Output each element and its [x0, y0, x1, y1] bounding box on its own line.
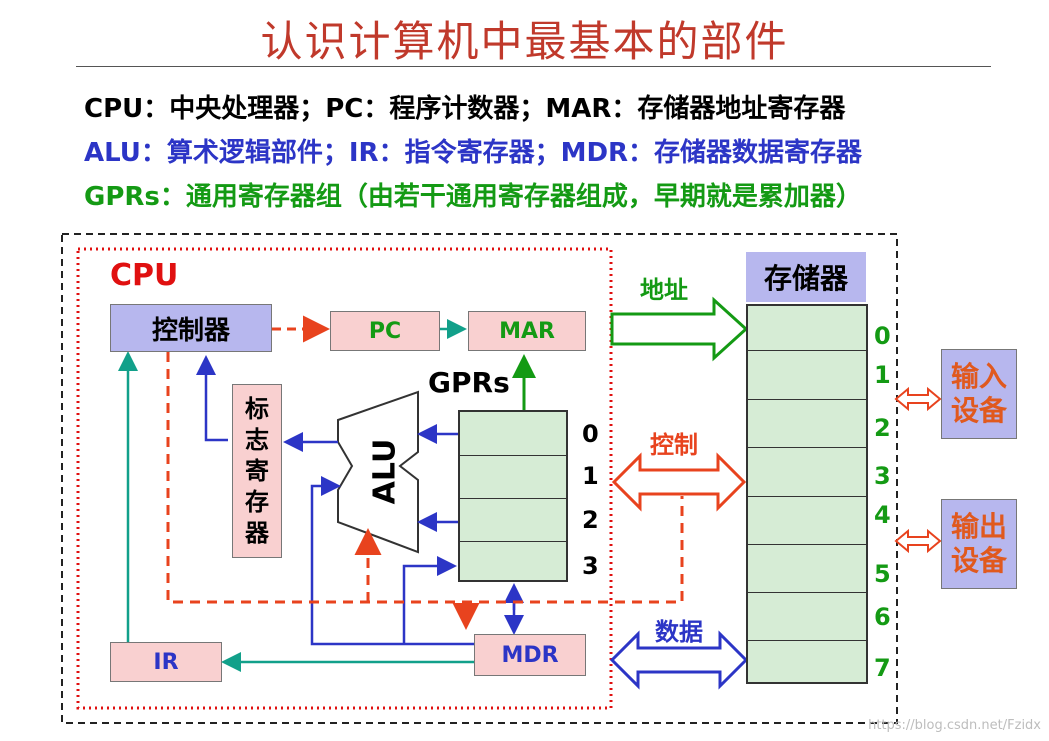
memory-divider — [748, 447, 866, 448]
ir-box: IR — [110, 642, 222, 682]
output-device-arrow — [894, 528, 942, 554]
gpr-divider — [460, 455, 566, 456]
memory-index: 7 — [874, 654, 891, 682]
watermark: https://blog.csdn.net/Fzidx — [868, 718, 1041, 733]
pc-box: PC — [330, 311, 440, 351]
gpr-index: 2 — [582, 506, 599, 534]
memory-index: 2 — [874, 414, 891, 442]
computer-outer-frame — [61, 233, 898, 724]
legend-line-alu: ALU：算术逻辑部件；IR：指令寄存器；MDR：存储器数据寄存器 — [84, 138, 863, 168]
cpu-frame — [76, 247, 613, 710]
alu-label: ALU — [367, 438, 403, 505]
memory-index: 0 — [874, 322, 891, 350]
output-device-box: 输出设备 — [941, 499, 1017, 589]
data-bus-label: 数据 — [655, 618, 703, 646]
control-signal-bus — [166, 352, 684, 604]
address-bus-arrow — [610, 296, 749, 362]
address-bus-label: 地址 — [640, 276, 688, 304]
mdr-to-gprs-line — [402, 556, 457, 644]
memory-index: 5 — [874, 560, 891, 588]
mdr-box: MDR — [474, 634, 586, 676]
memory-divider — [748, 640, 866, 641]
gpr-index: 1 — [582, 462, 599, 490]
gpr-index: 3 — [582, 552, 599, 580]
memory-divider — [748, 592, 866, 593]
gprs-register-stack — [458, 410, 568, 582]
memory-index: 1 — [874, 361, 891, 389]
legend-line-gprs: GPRs：通用寄存器组（由若干通用寄存器组成，早期就是累加器） — [84, 182, 862, 212]
gprs-label: GPRs — [428, 366, 510, 399]
memory-stack — [746, 304, 868, 684]
gpr-divider — [460, 541, 566, 542]
input-device-arrow — [894, 386, 942, 412]
gpr-index: 0 — [582, 420, 599, 448]
memory-label: 存储器 — [746, 252, 866, 302]
memory-index: 4 — [874, 501, 891, 529]
memory-index: 3 — [874, 462, 891, 490]
control-bus-arrow — [611, 452, 747, 512]
memory-divider — [748, 399, 866, 400]
title-divider — [76, 66, 991, 67]
mar-box: MAR — [468, 311, 586, 351]
flags-register-box: 标志寄存器 — [232, 384, 282, 558]
legend-line-cpu: CPU：中央处理器；PC：程序计数器；MAR：存储器地址寄存器 — [84, 94, 846, 124]
memory-divider — [748, 544, 866, 545]
memory-divider — [748, 496, 866, 497]
input-device-box: 输入设备 — [941, 349, 1017, 439]
memory-divider — [748, 350, 866, 351]
flags-to-controller-arrow — [196, 355, 228, 442]
cpu-label: CPU — [110, 258, 179, 293]
page-title: 认识计算机中最基本的部件 — [260, 17, 789, 66]
controller-box: 控制器 — [110, 304, 272, 352]
mdr-to-alu-line — [310, 476, 474, 646]
gpr-divider — [460, 498, 566, 499]
control-bus-label: 控制 — [650, 431, 698, 459]
memory-index: 6 — [874, 603, 891, 631]
